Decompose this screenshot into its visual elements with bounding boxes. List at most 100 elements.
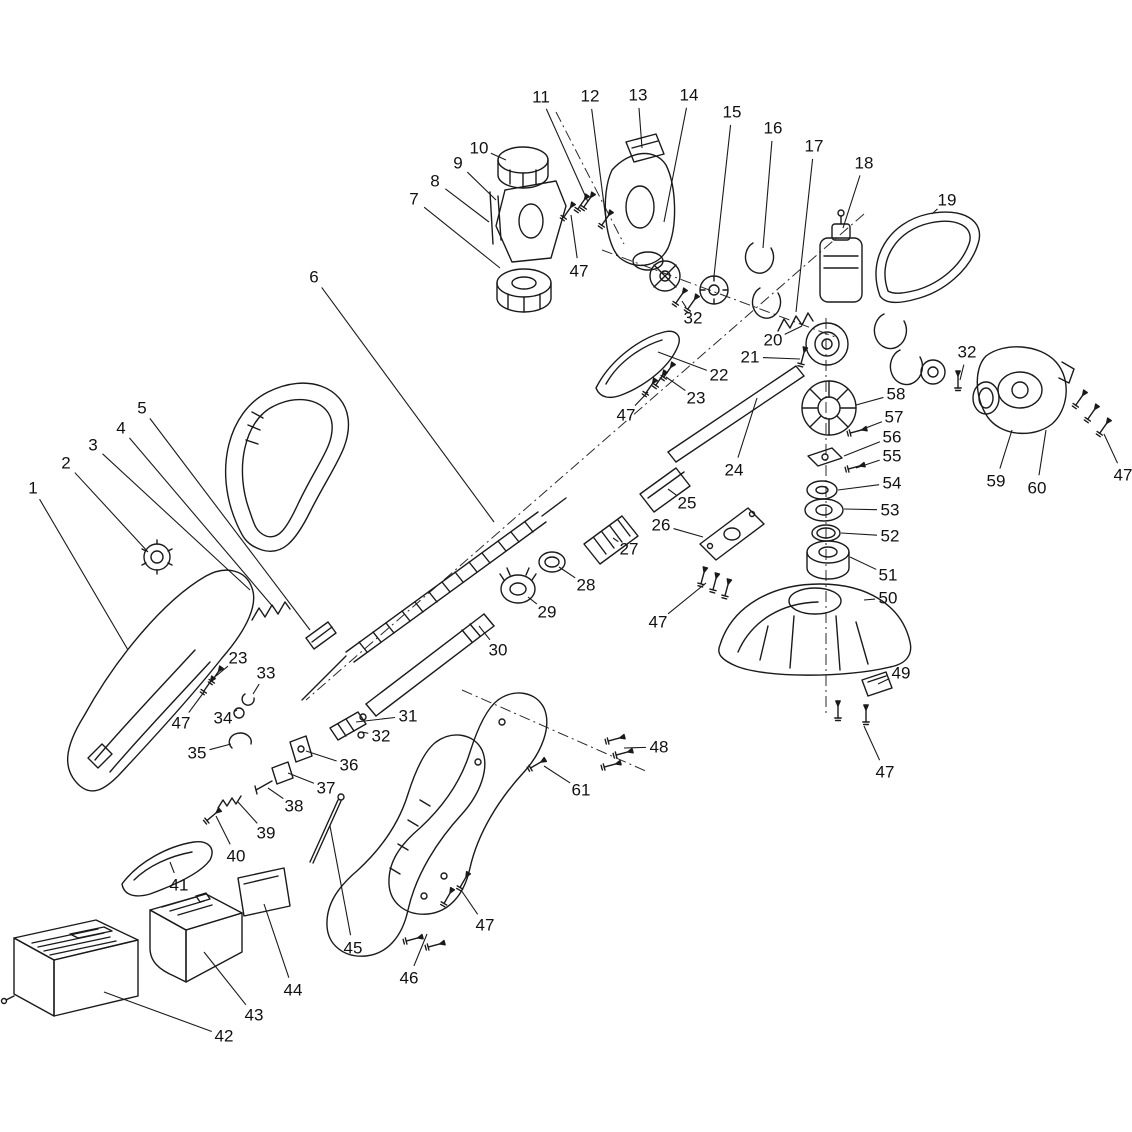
leader-line-60 <box>1038 429 1047 476</box>
leader-line-34 <box>234 709 238 713</box>
leader-line-52 <box>840 532 878 536</box>
leader-line-27 <box>612 537 619 543</box>
leader-line-26 <box>673 528 704 538</box>
leader-line-19 <box>931 208 938 215</box>
part-label-30: 30 <box>489 641 508 660</box>
part-label-56: 56 <box>883 428 902 447</box>
leader-line-15 <box>713 124 732 277</box>
leader-line-3 <box>102 453 251 591</box>
leader-line-13 <box>638 107 643 149</box>
part-label-36: 36 <box>340 756 359 775</box>
leader-lines <box>39 107 1119 1033</box>
small-hardware-cluster <box>198 664 367 826</box>
part-label-54: 54 <box>883 474 902 493</box>
leader-line-61 <box>543 765 571 784</box>
leader-line-12 <box>591 108 607 221</box>
part-label-13: 13 <box>629 86 648 105</box>
axis-line <box>461 689 649 773</box>
leader-line-10 <box>490 152 507 161</box>
leader-line-22 <box>657 351 708 371</box>
leader-line-5 <box>149 418 311 631</box>
leader-line-40 <box>215 815 231 845</box>
part-label-12: 12 <box>581 87 600 106</box>
leader-line-8 <box>445 188 490 223</box>
leader-line-33 <box>252 683 260 695</box>
lever-and-plate <box>121 793 345 917</box>
leader-line-7 <box>423 206 501 269</box>
leader-line-42 <box>103 991 212 1033</box>
trimmer-illustration <box>0 133 1113 1017</box>
part-label-47: 47 <box>476 916 495 935</box>
leader-line-24 <box>737 397 758 458</box>
leader-line-47 <box>1103 433 1119 464</box>
part-label-50: 50 <box>879 589 898 608</box>
leader-line-4 <box>129 437 275 609</box>
leader-line-6 <box>321 287 495 523</box>
leader-line-25 <box>667 488 677 496</box>
part-label-1: 1 <box>28 479 37 498</box>
leader-line-58 <box>855 396 884 406</box>
part-label-47: 47 <box>1114 466 1132 485</box>
leader-line-47 <box>460 889 479 915</box>
part-label-23: 23 <box>229 649 248 668</box>
part-label-47: 47 <box>172 714 191 733</box>
part-label-47: 47 <box>649 613 668 632</box>
motor-housing-assembly <box>558 133 676 271</box>
leader-line-1 <box>39 498 129 651</box>
part-label-16: 16 <box>764 119 783 138</box>
part-label-22: 22 <box>710 366 729 385</box>
part-label-5: 5 <box>137 399 146 418</box>
leader-line-54 <box>837 484 880 491</box>
leader-line-20 <box>784 325 803 335</box>
leader-line-47 <box>188 691 205 713</box>
battery-charger <box>0 919 139 1017</box>
leader-line-51 <box>849 556 877 570</box>
part-label-58: 58 <box>887 385 906 404</box>
leader-line-29 <box>527 596 538 605</box>
leader-line-46 <box>413 933 428 967</box>
leader-line-35 <box>209 743 232 751</box>
axis-lines <box>305 111 865 773</box>
part-label-26: 26 <box>652 516 671 535</box>
leader-line-16 <box>762 140 773 249</box>
leader-line-48 <box>623 746 647 749</box>
leader-line-9 <box>466 171 497 201</box>
part-label-14: 14 <box>680 86 699 105</box>
leader-line-21 <box>762 356 801 360</box>
leader-line-23 <box>215 665 229 677</box>
part-label-32: 32 <box>684 309 703 328</box>
leader-line-47 <box>863 725 881 761</box>
part-label-31: 31 <box>399 707 418 726</box>
part-label-10: 10 <box>470 139 489 158</box>
leader-line-41 <box>169 861 175 874</box>
part-label-61: 61 <box>572 781 591 800</box>
leader-line-45 <box>329 825 352 936</box>
leader-line-47 <box>634 391 649 406</box>
part-label-15: 15 <box>723 103 742 122</box>
part-label-25: 25 <box>678 494 697 513</box>
part-label-29: 29 <box>538 603 557 622</box>
part-label-27: 27 <box>620 540 639 559</box>
part-label-2: 2 <box>61 454 70 473</box>
part-label-46: 46 <box>400 969 419 988</box>
leader-line-43 <box>203 951 247 1006</box>
leader-line-28 <box>558 566 576 579</box>
part-label-41: 41 <box>170 876 189 895</box>
leader-line-59 <box>999 429 1013 469</box>
part-label-8: 8 <box>430 172 439 191</box>
part-label-40: 40 <box>227 847 246 866</box>
part-label-6: 6 <box>309 268 318 287</box>
part-label-17: 17 <box>805 137 824 156</box>
part-label-48: 48 <box>650 738 669 757</box>
leader-line-57 <box>857 421 883 432</box>
leader-line-56 <box>843 441 881 457</box>
part-label-60: 60 <box>1028 479 1047 498</box>
part-label-3: 3 <box>88 436 97 455</box>
trigger-handle <box>326 692 635 957</box>
leader-line-38 <box>267 787 284 800</box>
leader-line-32 <box>361 731 369 734</box>
part-label-42: 42 <box>215 1027 234 1046</box>
leader-line-32 <box>959 364 965 381</box>
